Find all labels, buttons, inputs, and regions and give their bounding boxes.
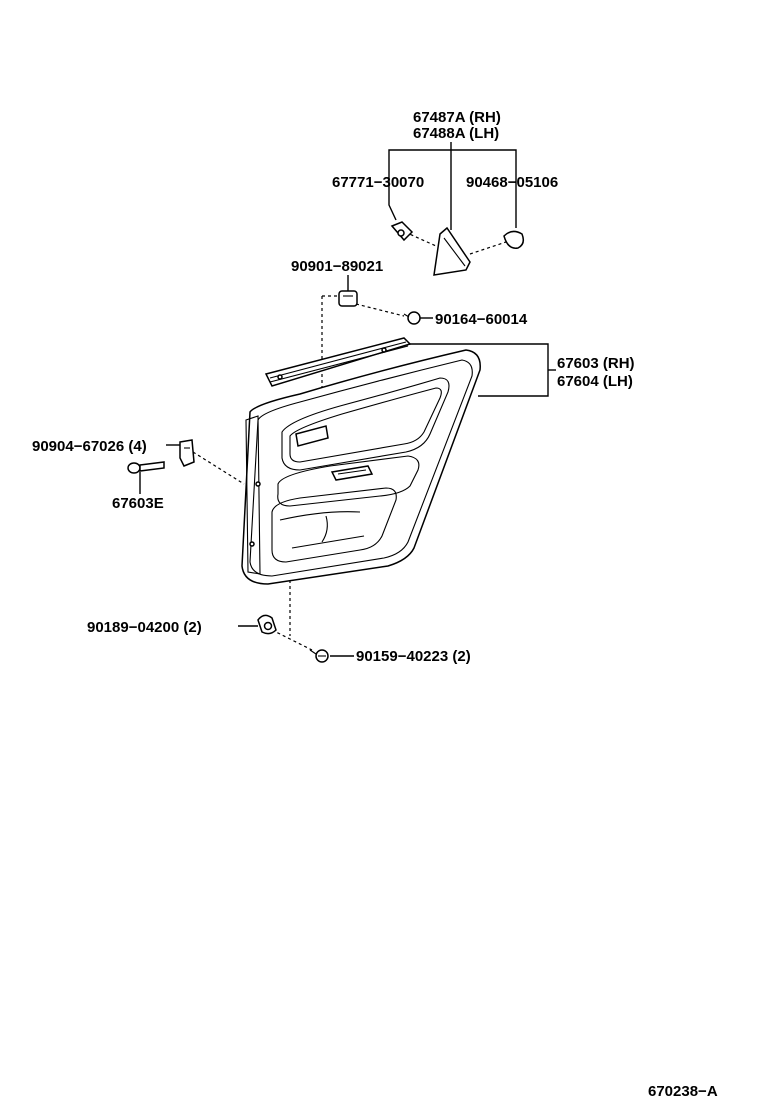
retainer-part — [338, 290, 358, 307]
label-clip-right: 90468−05106 — [466, 174, 558, 191]
clip-part-side — [179, 439, 195, 467]
clip-part-right — [503, 230, 525, 249]
leader-lines — [139, 142, 556, 657]
label-screw-upper: 90164−60014 — [435, 311, 528, 328]
screw-part-lower — [309, 649, 329, 663]
label-clip-side-part: 67603E — [112, 495, 164, 512]
belt-strip-part — [264, 337, 412, 387]
label-panel-rh: 67603 (RH) — [557, 355, 635, 372]
label-retainer: 90901−89021 — [291, 258, 383, 275]
label-diagram-code: 670238−A — [648, 1083, 718, 1100]
trim-cover-part — [433, 226, 471, 276]
clip-part-left — [390, 221, 414, 242]
clip-part-lower — [257, 614, 277, 635]
label-clip-left: 67771−30070 — [332, 174, 424, 191]
door-trim-panel-part — [241, 349, 481, 585]
label-screw-lower: 90159−40223 (2) — [356, 648, 471, 665]
pin-part-side — [127, 461, 165, 474]
label-clip-side: 90904−67026 (4) — [32, 438, 147, 455]
label-trim-cover-lh: 67488A (LH) — [413, 125, 499, 142]
screw-part-upper — [403, 311, 421, 325]
label-clip-lower: 90189−04200 (2) — [87, 619, 202, 636]
label-panel-lh: 67604 (LH) — [557, 373, 633, 390]
label-trim-cover-rh: 67487A (RH) — [413, 109, 501, 126]
